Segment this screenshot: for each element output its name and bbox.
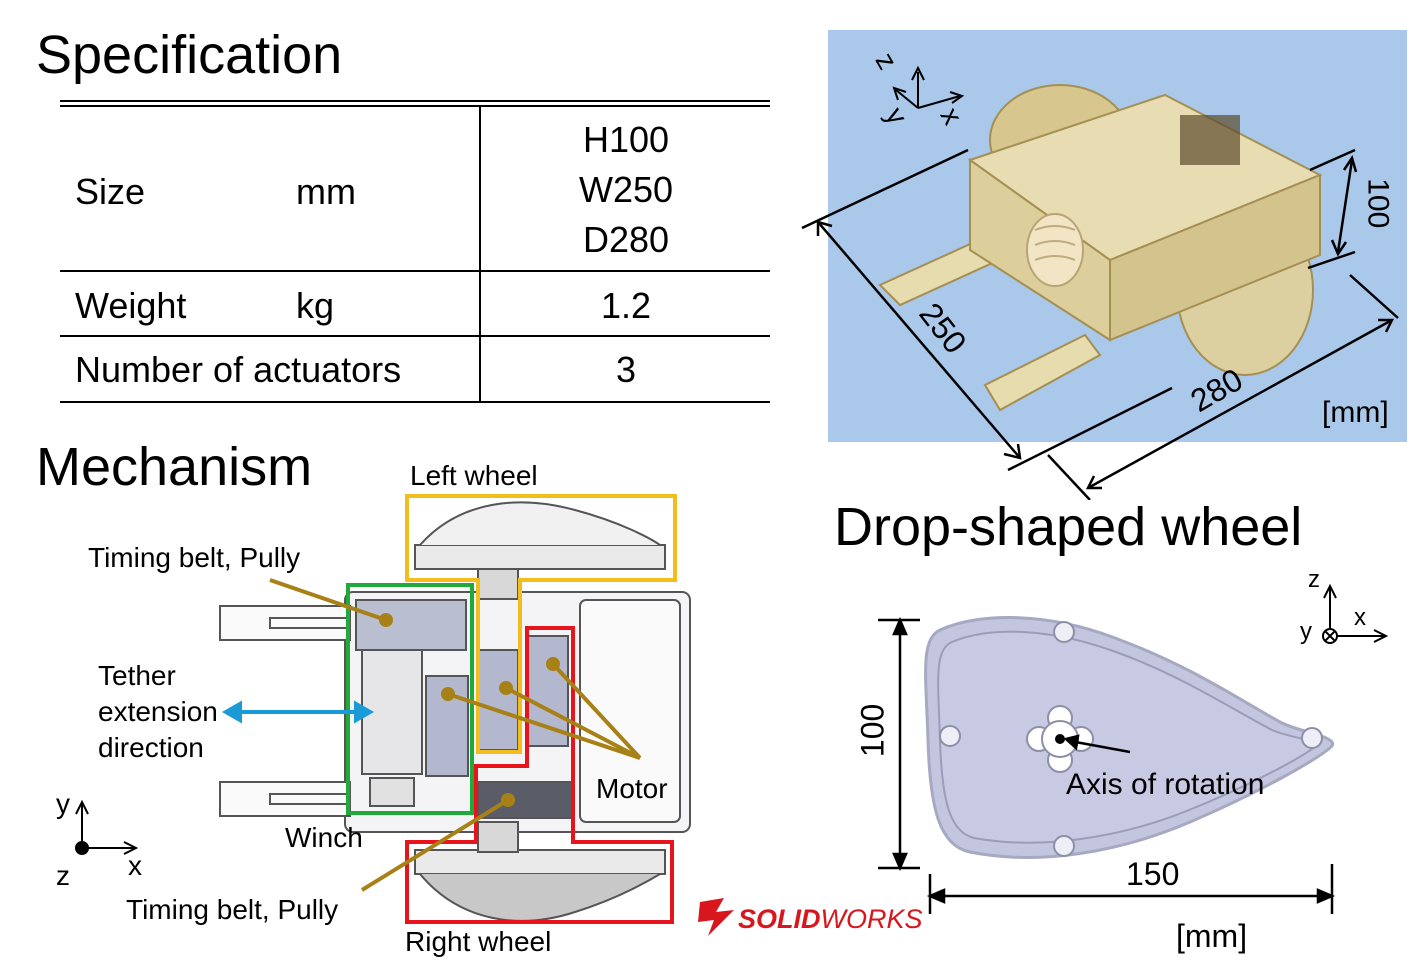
wheel-height-label: 100 [854,703,891,758]
robot-photo [801,30,1407,500]
size-unit: mm [296,171,356,212]
actuators-value: 3 [615,349,637,390]
actuators-label: Number of actuators [75,349,402,390]
mechanism-axis-y: y [56,788,70,819]
left-wheel-label: Left wheel [410,460,538,491]
mechanism-axis-x: x [128,850,142,881]
winch-label: Winch [285,822,363,853]
size-width: W250 [578,169,674,210]
spec-title: Specification [36,25,343,85]
size-height: H100 [582,119,670,160]
timing-belt-bottom-label: Timing belt, Pully [126,894,339,925]
wheel-axis-x: x [1354,604,1366,631]
tether-label-2: extension [98,696,218,727]
size-label: Size [75,171,146,212]
motor-label: Motor [596,773,668,804]
solidworks-suffix: WORKS [820,904,923,934]
photo-dimension-lines [801,148,1399,500]
photo-dim-100: 100 [1361,178,1395,229]
mechanism-cad-drawing [75,494,691,924]
wheel-axis-z: z [1308,566,1320,593]
solidworks-prefix: SOLID [738,904,821,934]
spec-table-lines [60,100,770,403]
wheel-drawing [878,583,1389,914]
solidworks-logo-icon [698,898,734,936]
wheel-axes-icon [1322,583,1389,644]
photo-axes-icon [892,65,965,109]
mechanism-axes-icon [75,799,139,855]
tether-label-1: Tether [98,660,176,691]
right-wheel-label: Right wheel [405,926,552,957]
mechanism-axis-z: z [56,860,70,891]
tether-label-3: direction [98,732,204,763]
wheel-unit-label: [mm] [1176,918,1248,954]
wheel-width-label: 150 [1126,856,1180,892]
weight-value: 1.2 [600,285,652,326]
weight-label: Weight [75,285,187,326]
photo-unit: [mm] [1322,396,1389,429]
wheel-axis-y: y [1300,618,1312,645]
mechanism-title: Mechanism [36,437,313,497]
robot-body-illustration [878,84,1323,412]
weight-unit: kg [296,285,335,326]
solidworks-logo: SOLIDWORKS [738,906,923,933]
axis-of-rotation-label: Axis of rotation [1066,768,1265,801]
timing-belt-top-label: Timing belt, Pully [88,542,301,573]
size-depth: D280 [582,219,670,260]
wheel-title: Drop-shaped wheel [834,497,1303,557]
